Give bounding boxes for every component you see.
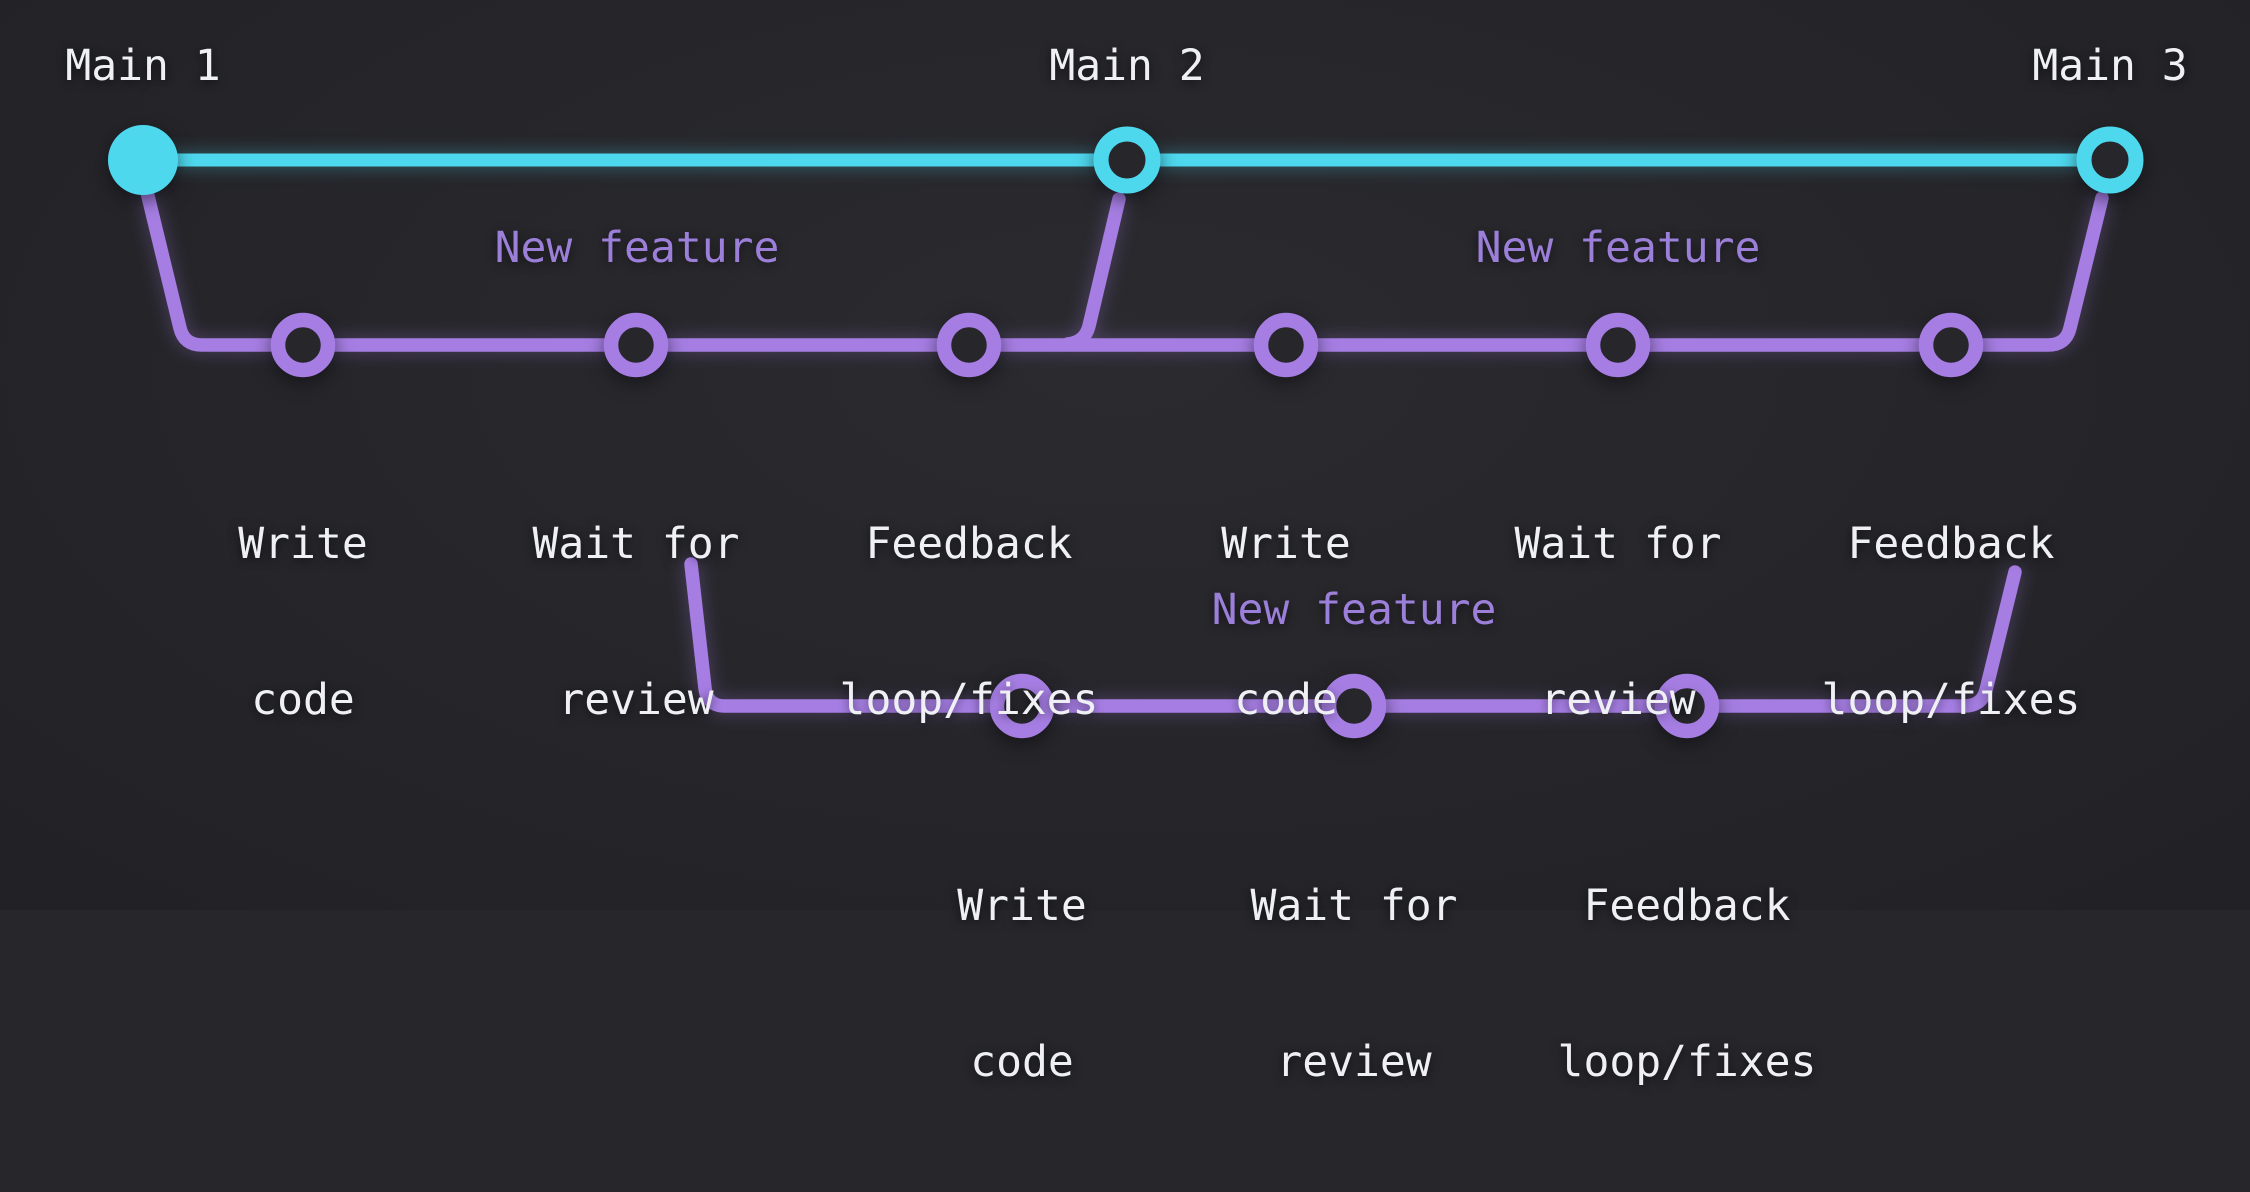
git-branching-diagram: Main 1 Main 2 Main 3 New feature New fea… [0, 0, 2250, 1087]
commit-label-feedback-3: Feedback loop/fixes [1558, 776, 1817, 1192]
commit-node-write-code-3 [989, 673, 1055, 739]
commit-label-write-code-2: Write code [1221, 414, 1350, 830]
commit-label-line: Wait for [1250, 881, 1458, 931]
commit-node-main-1 [108, 125, 178, 195]
commit-label-line: review [558, 675, 714, 725]
commit-label-line: Write [957, 881, 1087, 931]
commit-label-line: loop/fixes [839, 675, 1099, 725]
merge-line-into-main2 [1061, 192, 1126, 351]
commit-node-main-3 [2076, 126, 2144, 194]
commit-label-line: Wait for [532, 519, 740, 569]
main-1-label: Main 1 [65, 41, 221, 91]
commit-label-wait-review-1: Wait for review [532, 414, 739, 830]
commit-label-line: review [1276, 1037, 1432, 1087]
commit-label-line: code [251, 675, 355, 725]
commit-node-wait-review-1 [603, 312, 669, 378]
commit-label-line: Feedback [865, 519, 1073, 569]
commit-node-write-code-2 [1253, 312, 1319, 378]
main-3-label: Main 3 [2032, 41, 2188, 91]
commit-nodes [108, 125, 2144, 739]
commit-node-wait-review-2 [1585, 312, 1651, 378]
feature-branch-lines [140, 185, 2109, 713]
commit-node-wait-review-3 [1321, 673, 1387, 739]
commit-node-write-code-1 [270, 312, 336, 378]
feature-branch-line-row [140, 185, 2109, 352]
commit-label-write-code-1: Write code [238, 414, 367, 830]
commit-label-line: Write [1221, 519, 1351, 569]
commit-label-feedback-2: Feedback loop/fixes [1822, 414, 2081, 830]
commit-label-line: Feedback [1583, 881, 1791, 931]
commit-label-line: Wait for [1514, 519, 1722, 569]
main-2-label: Main 2 [1049, 41, 1205, 91]
commit-label-line: review [1540, 675, 1696, 725]
commit-label-wait-review-2: Wait for review [1514, 414, 1721, 830]
commit-label-line: loop/fixes [1821, 675, 2081, 725]
feature-branch-1-title: New feature [494, 223, 780, 273]
feature-branch-3-title: New feature [1211, 585, 1497, 635]
commit-label-line: loop/fixes [1557, 1037, 1817, 1087]
feature-branch-2-title: New feature [1475, 223, 1761, 273]
commit-node-feedback-3 [1654, 673, 1720, 739]
commit-node-feedback-2 [1918, 312, 1984, 378]
commit-node-main-2 [1093, 126, 1161, 194]
commit-label-wait-review-3: Wait for review [1250, 776, 1457, 1192]
commit-label-feedback-1: Feedback loop/fixes [840, 414, 1099, 830]
commit-label-line: code [970, 1037, 1074, 1087]
branch-lines-svg [108, 125, 2144, 739]
commit-node-feedback-1 [936, 312, 1002, 378]
commit-label-write-code-3: Write code [957, 776, 1086, 1192]
commit-label-line: code [1234, 675, 1338, 725]
commit-label-line: Write [238, 519, 368, 569]
commit-label-line: Feedback [1847, 519, 2055, 569]
